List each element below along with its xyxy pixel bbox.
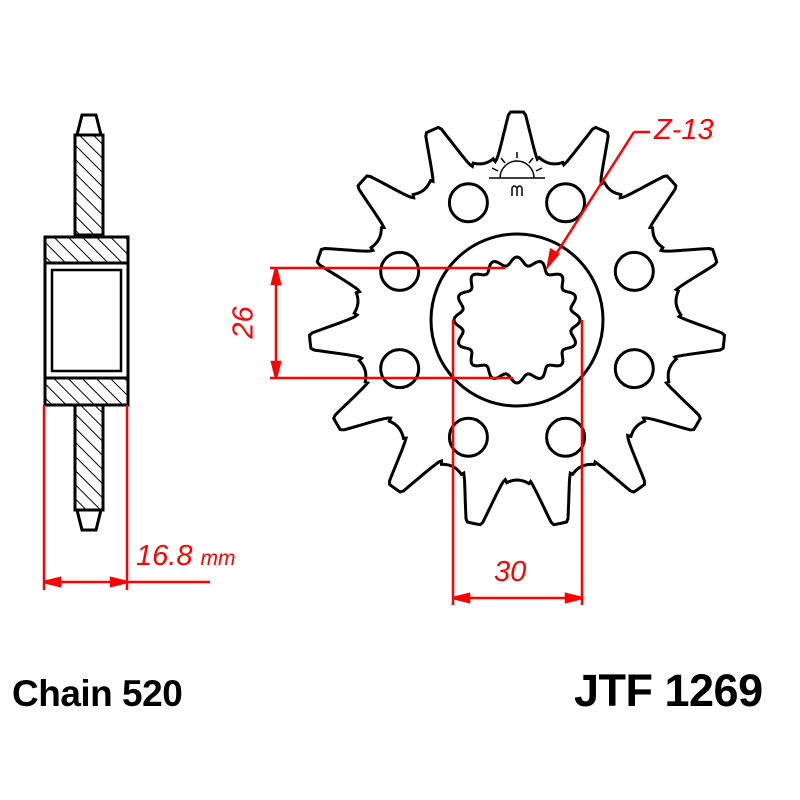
chain-label: Chain 520 <box>12 673 183 714</box>
side-section-view <box>43 113 130 532</box>
spline-inner-dimension <box>270 266 513 380</box>
bolt-hole <box>447 182 489 224</box>
sprocket-face <box>308 110 726 527</box>
bolt-hole <box>613 250 655 292</box>
jt-sun-logo-icon <box>489 152 545 196</box>
bolt-hole <box>379 348 421 390</box>
spline-count-label: Z-13 <box>654 114 714 146</box>
bolt-hole <box>545 182 587 224</box>
spline-outer-diameter-label: 30 <box>494 556 527 588</box>
part-number: JTF 1269 <box>574 665 763 716</box>
spline-inner-diameter-label: 26 <box>227 306 260 339</box>
thickness-unit: mm <box>200 547 236 570</box>
hub-circle <box>429 232 605 408</box>
thickness-label: 16.8 mm <box>136 540 236 573</box>
bolt-hole <box>545 416 587 458</box>
spline-outer-dimension <box>451 320 584 605</box>
bolt-hole <box>447 416 489 458</box>
thickness-value: 16.8 <box>136 540 193 572</box>
spline-leader <box>545 130 650 271</box>
bolt-hole <box>379 250 421 292</box>
bolt-hole <box>613 348 655 390</box>
thickness-dimension <box>42 405 210 590</box>
